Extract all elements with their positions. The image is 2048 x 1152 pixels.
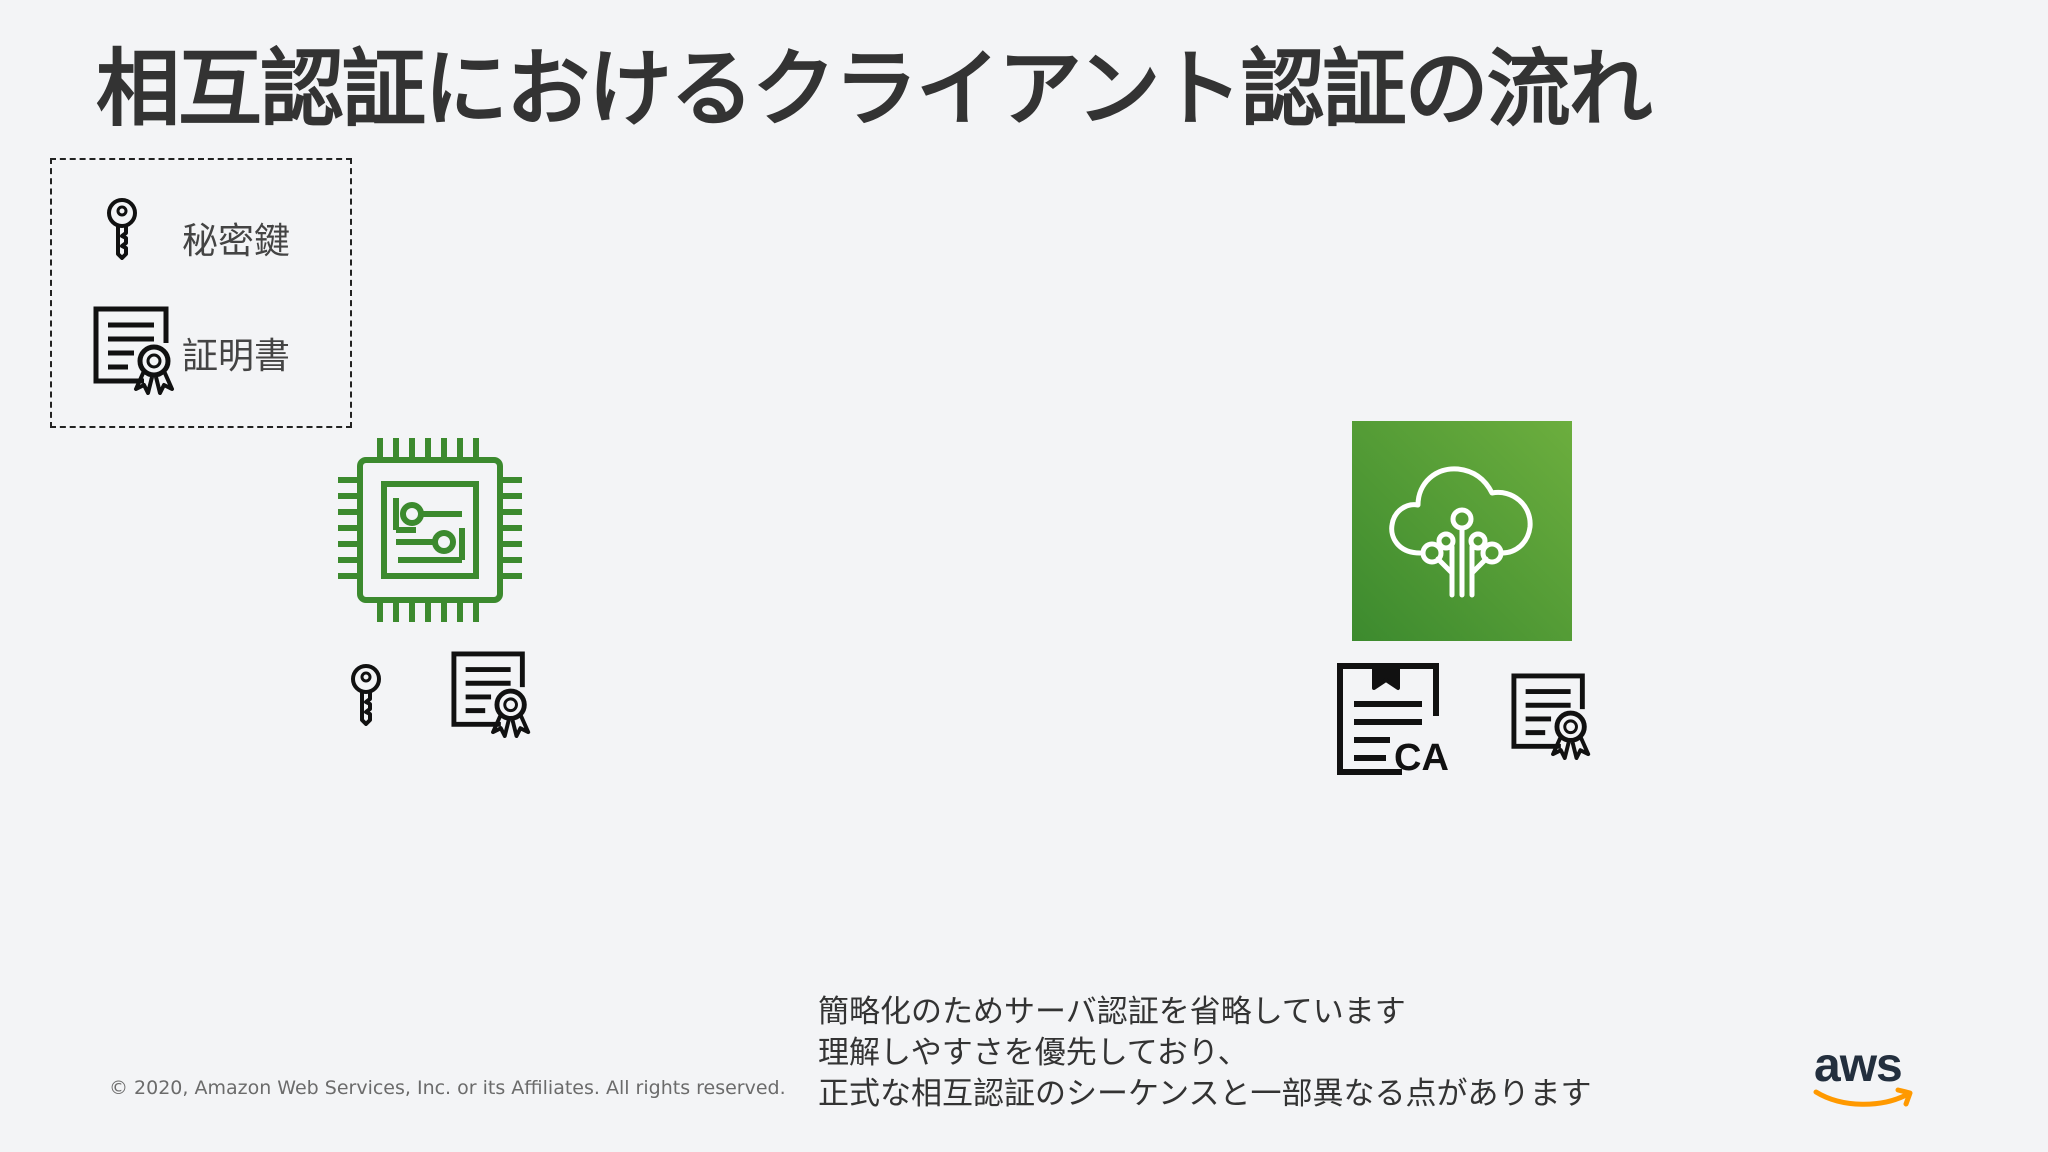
legend-key-row: 秘密鍵 — [52, 190, 352, 280]
iot-core-tile — [1352, 421, 1572, 641]
slide-title: 相互認証におけるクライアント認証の流れ — [96, 40, 1653, 138]
legend-box: 秘密鍵 証明書 — [50, 158, 352, 428]
aws-logo: aws — [1810, 1038, 1920, 1118]
iot-core-icon — [1389, 466, 1533, 598]
slide-note: 簡略化のためサーバ認証を省略しています 理解しやすさを優先しており、 正式な相互… — [818, 992, 1591, 1115]
aws-logo-text: aws — [1814, 1039, 1903, 1092]
certificate-icon — [450, 650, 538, 742]
ca-label: CA — [1394, 737, 1449, 776]
chip-icon — [336, 436, 524, 628]
legend-cert-row: 証明書 — [52, 305, 352, 395]
copyright-text: © 2020, Amazon Web Services, Inc. or its… — [109, 1077, 786, 1099]
ca-certificate-icon: CA — [1334, 660, 1454, 780]
note-line: 簡略化のためサーバ認証を省略しています — [818, 994, 1406, 1030]
legend-cert-label: 証明書 — [182, 336, 291, 377]
key-icon — [348, 664, 384, 730]
aws-smile-icon — [1813, 1087, 1913, 1107]
certificate-icon — [1510, 672, 1598, 764]
note-line: 正式な相互認証のシーケンスと一部異なる点があります — [818, 1076, 1592, 1112]
key-icon — [104, 198, 140, 264]
note-line: 理解しやすさを優先しており、 — [818, 1035, 1249, 1071]
certificate-icon — [92, 305, 182, 399]
legend-key-label: 秘密鍵 — [182, 221, 291, 262]
